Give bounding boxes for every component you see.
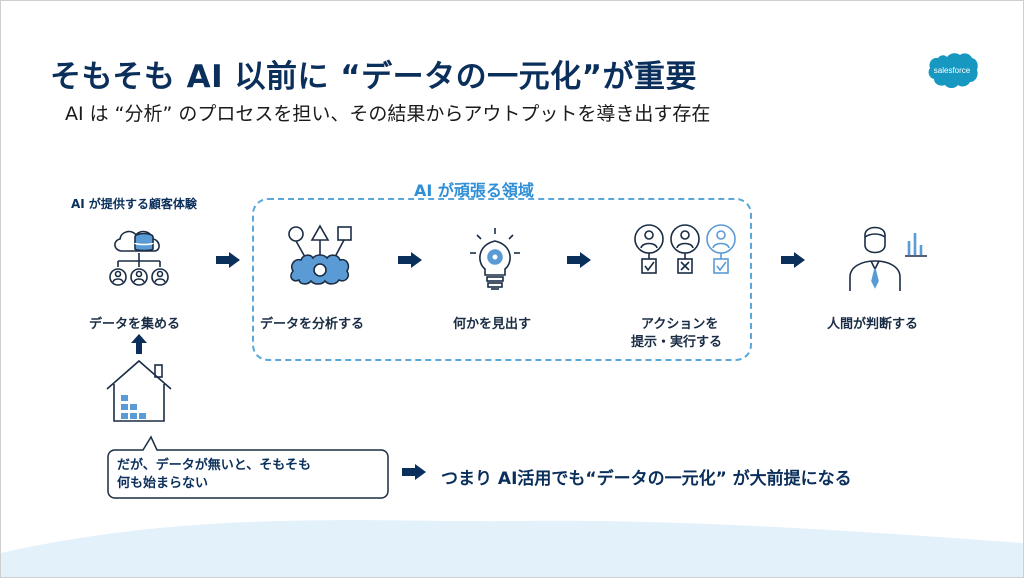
speech-bubble — [107, 435, 389, 499]
database-users-icon — [109, 230, 169, 286]
right-arrow-icon — [402, 464, 426, 480]
slide-subtitle: AI は “分析” のプロセスを担い、その結果からアウトプットを導き出す存在 — [65, 103, 711, 125]
step-label-collect: データを集める — [89, 317, 181, 332]
bubble-text: だが、データが無いと、そもそも 何も始まらない — [117, 457, 382, 493]
bubble-line-1: だが、データが無いと、そもそも — [117, 458, 311, 473]
ai-area-label: AI が頑張る領域 — [414, 181, 534, 200]
brain-shapes-icon — [288, 224, 352, 285]
right-arrow-icon — [567, 252, 591, 268]
ai-area-frame — [252, 198, 752, 361]
right-arrow-icon — [216, 252, 240, 268]
salesforce-logo: salesforce — [928, 53, 978, 88]
person-chart-icon — [849, 226, 927, 291]
experience-label: AI が提供する顧客体験 — [71, 197, 197, 211]
conclusion-text: つまり AI活用でも“データの一元化” が大前提になる — [441, 469, 852, 489]
step-label-action-line2: 提示・実行する — [631, 335, 723, 350]
bubble-line-2: 何も始まらない — [117, 476, 209, 491]
right-arrow-icon — [398, 252, 422, 268]
slide-title: そもそも AI 以前に “データの一元化”が重要 — [50, 59, 698, 95]
logo-text: salesforce — [934, 66, 971, 75]
step-label-judge: 人間が判断する — [827, 317, 919, 332]
step-label-action-line1: アクションを — [641, 317, 719, 332]
house-icon — [106, 359, 172, 422]
step-label-discover: 何かを見出す — [453, 317, 532, 332]
right-arrow-icon — [781, 252, 805, 268]
up-arrow-icon — [131, 334, 147, 354]
lightbulb-gear-icon — [470, 228, 520, 290]
step-label-analyze: データを分析する — [260, 317, 365, 332]
bottom-wave-decoration — [1, 520, 1023, 577]
people-checklist-icon — [634, 224, 736, 274]
